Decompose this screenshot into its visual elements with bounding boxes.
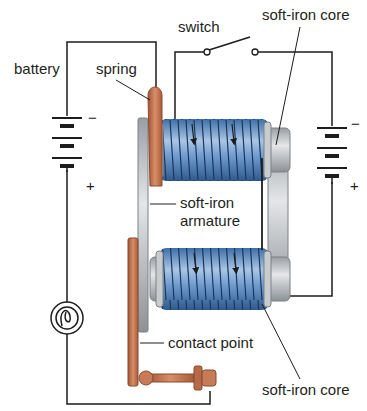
- part-label: switch: [178, 18, 220, 36]
- spring-strip: [148, 87, 162, 186]
- coil-link-wire: [261, 158, 263, 250]
- bulb-symbol: [51, 302, 83, 334]
- part-label: soft-iron armature: [180, 194, 258, 230]
- part-label: soft-iron core: [262, 6, 350, 24]
- battery-symbol: [317, 128, 347, 184]
- polarity-sign: +: [350, 177, 359, 195]
- part-label: contact point: [168, 334, 253, 352]
- electromagnet-coil: [150, 119, 290, 181]
- battery-symbol: [52, 118, 82, 172]
- polarity-sign: −: [351, 115, 360, 133]
- part-label: spring: [96, 60, 137, 78]
- polarity-sign: −: [88, 109, 97, 127]
- part-label: soft-iron core: [262, 381, 350, 399]
- contact-screw: [139, 366, 216, 390]
- switch-symbol: [204, 37, 258, 55]
- electromagnet-coil: [150, 248, 290, 310]
- leader-line: [116, 27, 300, 379]
- polarity-sign: +: [86, 177, 95, 195]
- circuit-wire: [67, 42, 332, 404]
- contact-arm: [128, 238, 138, 386]
- iron-armature: [138, 118, 148, 332]
- part-label: battery: [14, 60, 60, 78]
